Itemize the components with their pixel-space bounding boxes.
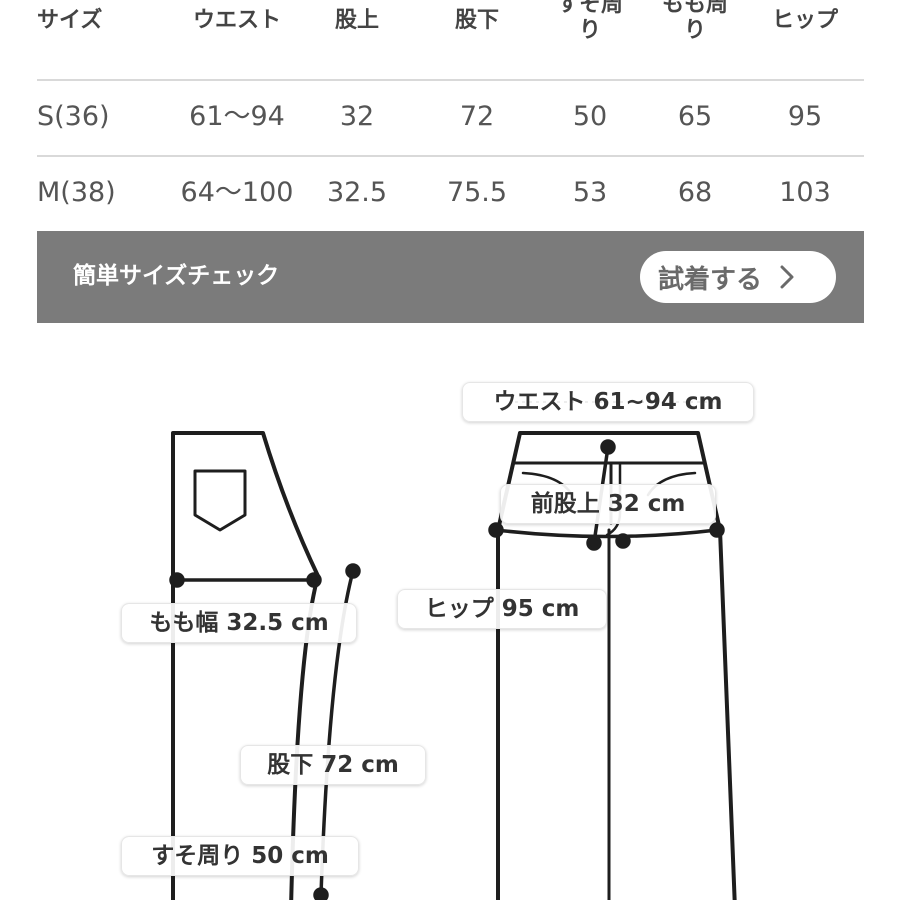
- hem-measure-label: すそ周り 50 cm: [121, 836, 359, 876]
- measurement-diagram: ウエスト 61~94 cm 前股上 32 cm ヒップ 95 cm もも幅 32…: [0, 323, 900, 900]
- cell-hem: 50: [572, 101, 608, 132]
- cell-size: M(38): [37, 177, 116, 208]
- cell-rise: 32: [339, 101, 375, 132]
- hip-measure-dot: [615, 533, 631, 549]
- table-row: M(38) 64〜100 32.5 75.5 53 68 103: [37, 157, 864, 233]
- inseam-measure-dot: [345, 563, 361, 579]
- cell-thigh: 65: [677, 101, 713, 132]
- try-on-label: 試着する: [658, 264, 763, 295]
- size-check-bar: 簡単サイズチェック 試着する: [37, 231, 864, 323]
- back-pocket-outline: [193, 469, 247, 532]
- header-rise: 股上: [334, 8, 380, 33]
- header-hem: すそ周り: [556, 0, 623, 43]
- header-thigh: もも周り: [661, 0, 728, 43]
- cell-size: S(36): [37, 101, 110, 132]
- thigh-measure-dot: [306, 572, 322, 588]
- table-header-row: サイズ ウエスト 股上 股下 すそ周り もも周り ヒップ: [37, 0, 864, 81]
- cell-waist: 61〜94: [189, 101, 285, 132]
- thigh-measure-dot: [169, 572, 185, 588]
- hip-measure-dot: [488, 522, 504, 538]
- thigh-width-measure-label: もも幅 32.5 cm: [121, 603, 357, 643]
- size-table: サイズ ウエスト 股上 股下 すそ周り もも周り ヒップ S(36) 61〜94…: [37, 0, 864, 233]
- hip-measure-line: [494, 528, 719, 539]
- inseam-measure-dot: [313, 887, 329, 900]
- waist-measure-label: ウエスト 61~94 cm: [462, 382, 754, 422]
- try-on-button[interactable]: 試着する: [640, 251, 836, 303]
- cell-inseam: 75.5: [446, 177, 508, 208]
- front-rise-measure-label: 前股上 32 cm: [500, 484, 716, 524]
- cell-rise: 32.5: [326, 177, 388, 208]
- header-waist: ウエスト: [192, 8, 282, 33]
- rise-measure-dot: [586, 535, 602, 551]
- cell-hip: 103: [779, 177, 831, 208]
- hip-measure-dot: [709, 522, 725, 538]
- hip-measure-label: ヒップ 95 cm: [397, 589, 607, 629]
- cell-inseam: 72: [459, 101, 495, 132]
- inseam-measure-label: 股下 72 cm: [240, 745, 426, 785]
- cell-hip: 95: [787, 101, 823, 132]
- header-size: サイズ: [37, 8, 103, 33]
- cell-waist: 64〜100: [180, 177, 294, 208]
- size-check-title: 簡単サイズチェック: [73, 263, 280, 289]
- header-inseam: 股下: [454, 8, 500, 33]
- chevron-right-icon: [780, 265, 794, 289]
- table-row: S(36) 61〜94 32 72 50 65 95: [37, 81, 864, 157]
- header-hip: ヒップ: [771, 8, 839, 33]
- cell-thigh: 68: [677, 177, 713, 208]
- rise-measure-dot: [600, 439, 616, 455]
- cell-hem: 53: [572, 177, 608, 208]
